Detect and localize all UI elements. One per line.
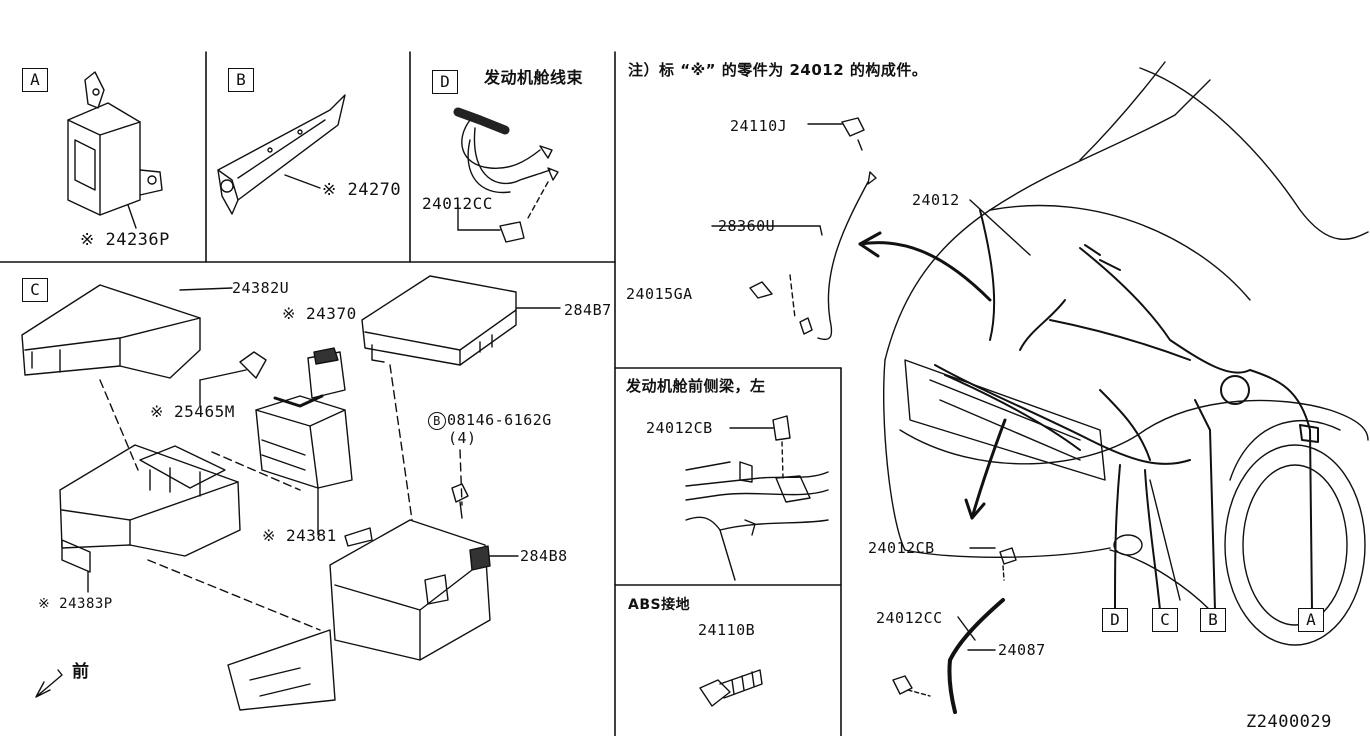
panel-dividers [0,51,842,736]
view-c-box: C [22,278,48,302]
part-24012cb-side-label: 24012CB [646,419,713,437]
part-24012-label: 24012 [912,191,960,209]
relay-drawing [307,347,346,399]
part-25465m-label: ※ 25465M [150,402,235,421]
view-b-box: B [228,68,254,92]
ground-wire-drawing [711,117,877,341]
part-284b7-label: 284B7 [564,301,612,319]
part-24381-label: ※ 24381 [262,526,337,545]
engine-harness-drawing [934,209,1319,611]
front-direction-label: 前 [72,662,90,682]
part-24383p-label: ※ 24383P [38,596,113,612]
abs-ground-bolt-drawing [699,669,763,707]
bolt-circle-b: B [428,412,446,430]
relay-box-base-right-drawing [227,519,519,711]
view-a-box: A [22,68,48,92]
bracket-b-drawing [217,94,346,215]
abs-ground-title: ABS接地 [628,597,691,613]
part-24110j-label: 24110J [730,117,788,135]
view-d-callout: D [1102,608,1128,632]
relay-block-drawing [255,394,353,536]
view-c-callout: C [1152,608,1178,632]
side-member-title: 发动机舱前侧梁，左 [626,377,766,395]
bolt-08146-number: 08146-6162G [447,411,552,429]
part-24012cc-label-d: 24012CC [422,194,493,213]
side-member-detail-drawing [685,415,829,581]
leader-24012 [969,199,1031,256]
box-cover-right-drawing [361,275,561,366]
engine-room-harness-title: 发动机舱线束 [484,68,584,87]
part-24015ga-label: 24015GA [626,285,693,303]
part-24087-label: 24087 [998,641,1046,659]
harness-d-drawing [453,107,559,243]
part-28360u-label: 28360U [718,217,776,235]
bracket-a-drawing [67,71,163,229]
part-24370-label: ※ 24370 [282,304,357,323]
component-note: 注）标 “※” 的零件为 24012 的构成件。 [628,61,928,79]
part-24382u-label: 24382U [232,279,290,297]
part-24012cb-label: 24012CB [868,539,935,557]
relay-box-base-left-drawing [59,444,241,593]
view-b-callout: B [1200,608,1226,632]
relay-box-cover-drawing [21,284,233,379]
bolt-drawing [451,483,469,519]
bolt-quantity: (4) [448,429,477,447]
part-284b8-label: 284B8 [520,547,568,565]
part-24236p-label: ※ 24236P [80,230,170,250]
cable-24087-drawing [892,547,1017,714]
part-24012cc-label: 24012CC [876,609,943,627]
callout-arrows [858,231,1007,520]
view-d-box: D [432,70,458,94]
part-24110b-label: 24110B [698,621,756,639]
fuse-drawing [199,351,267,406]
front-direction-arrow [35,669,63,698]
part-24270-label: ※ 24270 [322,180,402,200]
view-a-callout: A [1298,608,1324,632]
assembly-guides [99,364,463,631]
car-body-drawing [883,61,1369,646]
diagram-id: Z2400029 [1246,712,1332,732]
